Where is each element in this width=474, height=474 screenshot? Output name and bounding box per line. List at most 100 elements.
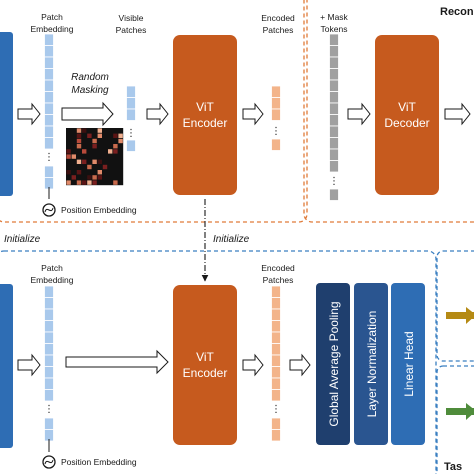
patch-cell — [44, 417, 54, 430]
mask-grid-cell — [82, 149, 87, 154]
patch-embedding-ft-line2: Embedding — [30, 275, 73, 285]
task-box-1 — [436, 250, 474, 362]
mask-grid-image — [66, 128, 124, 186]
mask-grid-cell — [108, 149, 113, 154]
visible-patches-column — [126, 85, 136, 152]
encoder-label-line2: Encoder — [183, 116, 228, 130]
visible-patches-line1: Visible — [119, 13, 144, 23]
position-wave — [44, 207, 54, 213]
mask-grid-cell — [92, 159, 97, 164]
task-arrow-1 — [446, 307, 474, 324]
input-arrow — [17, 102, 41, 126]
visible-patches-line2: Patches — [116, 25, 147, 35]
finetune-dashed-box — [0, 250, 437, 474]
patch-cell — [44, 285, 54, 298]
task-box-2 — [436, 365, 474, 474]
patch-embedding-label-line1: Patch — [41, 12, 63, 22]
patch-cell — [44, 56, 54, 69]
mask-grid-cell — [71, 175, 76, 180]
mask-token-cell — [329, 91, 339, 104]
encoded-patch-cell — [271, 297, 281, 310]
encoded-patches-ft-line2: Patches — [263, 275, 294, 285]
mask-grid-cell — [71, 154, 76, 159]
mask-to-decoder-arrow — [347, 102, 371, 126]
mask-grid-cell — [118, 133, 123, 138]
mask-grid-cell — [87, 133, 92, 138]
mask-grid-cell — [113, 180, 118, 185]
encoded-patches-line2: Patches — [263, 25, 294, 35]
mask-grid-cell — [97, 170, 102, 175]
linear-head-label: Linear Head — [402, 331, 416, 396]
initialize-label-center: Initialize — [213, 234, 250, 245]
position-wave-ft — [44, 459, 54, 465]
mask-token-cell — [329, 33, 339, 46]
encoded-patch-cell — [271, 354, 281, 367]
mask-token-cell — [329, 56, 339, 69]
mask-grid-cell — [92, 138, 97, 144]
mask-token-cell — [329, 102, 339, 115]
mask-grid-cell — [82, 180, 87, 185]
encoded-patch-cell — [271, 97, 281, 110]
encoded-patch-cell — [271, 331, 281, 344]
encoded-patch-cell — [271, 417, 281, 430]
visible-patch-cell — [126, 108, 136, 121]
mask-grid-cell — [76, 138, 82, 144]
mask-token-cell — [329, 68, 339, 81]
encoder-to-encoded-arrow — [242, 102, 264, 126]
patch-embedding-column-finetune — [44, 285, 54, 442]
patch-cell — [44, 137, 54, 150]
patch-embedding-ft-line1: Patch — [41, 263, 63, 273]
encoded-ellipsis-ft: ⋮ — [271, 404, 281, 415]
mask-grid-cell — [97, 159, 102, 164]
mask-token-cell — [329, 188, 339, 201]
encoded-patch-cell — [271, 320, 281, 333]
vit-decoder — [375, 35, 439, 195]
input-image-block — [0, 32, 13, 196]
mask-grid-cell — [92, 144, 97, 149]
mask-grid-cell — [76, 159, 82, 164]
mask-grid-cell — [113, 133, 118, 138]
encoded-to-head-arrow — [289, 353, 311, 377]
visible-patch-cell — [126, 139, 136, 152]
mask-grid-cell — [87, 175, 92, 180]
patch-embedding-column — [44, 33, 54, 190]
visible-ellipsis: ⋮ — [126, 128, 136, 139]
mask-grid-cell — [76, 144, 82, 149]
patch-cell — [44, 377, 54, 390]
mask-token-cell — [329, 125, 339, 138]
input-arrow-ft — [17, 353, 41, 377]
mask-grid-cell — [66, 154, 71, 159]
layer-normalization-block — [354, 283, 388, 445]
pretrain-section: Recon Patch Embedding ⋮ Position Embeddi… — [0, 0, 474, 223]
mask-grid-cell — [102, 164, 108, 170]
encoded-patches-column — [271, 85, 281, 151]
mask-grid-cell — [92, 180, 97, 185]
decoder-label-line2: Decoder — [384, 116, 429, 130]
decoder-output-arrow — [444, 102, 471, 126]
encoder-to-encoded-arrow-ft — [242, 353, 264, 377]
mask-grid-cell — [66, 149, 71, 154]
layer-normalization-label: Layer Normalization — [365, 311, 379, 418]
patch-cell — [44, 297, 54, 310]
encoded-patch-cell — [271, 429, 281, 442]
mask-grid-cell — [118, 138, 123, 144]
encoder-label-line1: ViT — [196, 100, 214, 114]
visible-to-encoder-arrow — [146, 102, 169, 126]
mask-token-cell — [329, 137, 339, 150]
global-average-pooling-block — [316, 283, 350, 445]
reconstruction-title: Recon — [440, 6, 474, 18]
random-masking-line1: Random — [71, 72, 109, 83]
encoded-patch-cell — [271, 389, 281, 402]
encoded-patch-cell — [271, 343, 281, 356]
mask-grid-cell — [113, 149, 118, 154]
encoded-patches-ft-line1: Encoded — [261, 263, 295, 273]
patch-cell — [44, 366, 54, 379]
mask-tokens-line2: Tokens — [321, 24, 348, 34]
reconstruction-dashed-box — [303, 0, 474, 223]
finetune-section: Tas Patch Embedding ⋮ Position Embedding… — [0, 250, 474, 474]
patch-column-ellipsis-ft: ⋮ — [44, 404, 54, 415]
patch-cell — [44, 320, 54, 333]
linear-head-block — [391, 283, 425, 445]
patch-cell — [44, 91, 54, 104]
